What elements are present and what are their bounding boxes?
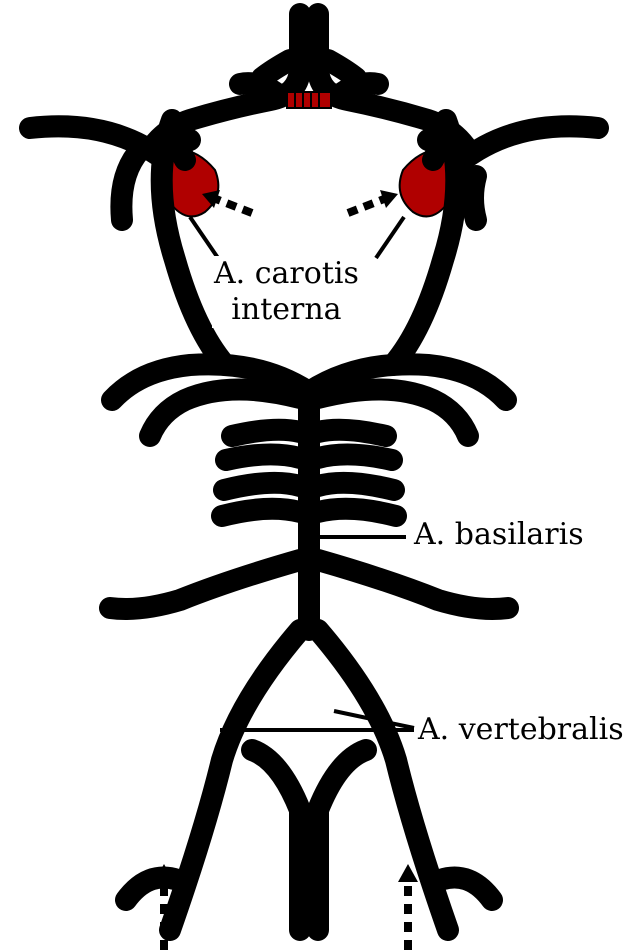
pontine-branches-left <box>222 430 300 516</box>
anterior-spinal-artery <box>252 750 366 930</box>
label-carotis-line1: A. carotis <box>214 256 359 292</box>
pontine-branches-right <box>318 430 396 516</box>
anterior-cerebral-arteries <box>150 14 468 150</box>
label-basilaris: A. basilaris <box>414 517 584 553</box>
label-vertebralis: A. vertebralis <box>418 712 624 748</box>
label-carotis-interna: A. carotis interna <box>212 256 361 328</box>
label-carotis-line2: interna <box>214 292 359 328</box>
anterior-communicating-artery <box>287 92 331 108</box>
